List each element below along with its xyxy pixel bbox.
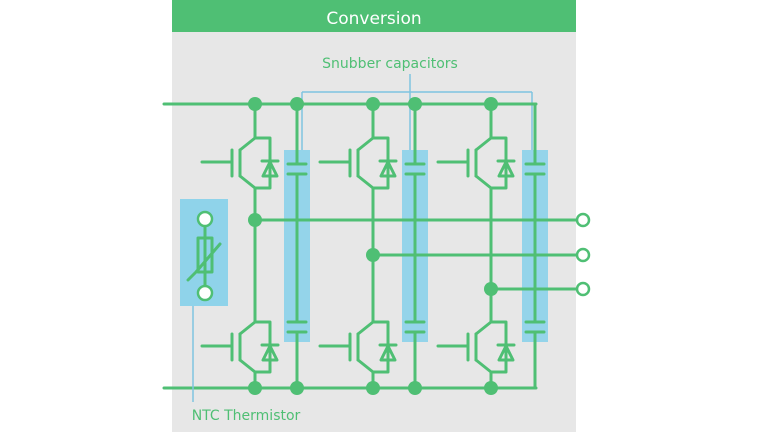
- phase-output-lines: [253, 218, 580, 291]
- output-terminals: [575, 212, 591, 297]
- dc-rails: [162, 102, 538, 390]
- junction-dots: [248, 97, 498, 395]
- igbt-leg-1: [200, 102, 280, 390]
- header-title: Conversion: [326, 9, 421, 29]
- snubber-capacitors-label: Snubber capacitors: [322, 56, 458, 72]
- header-bar: [172, 0, 576, 32]
- ntc-thermistor-label: NTC Thermistor: [192, 408, 301, 424]
- capacitor-columns: [286, 102, 546, 390]
- ntc-thermistor-symbol: [180, 199, 228, 306]
